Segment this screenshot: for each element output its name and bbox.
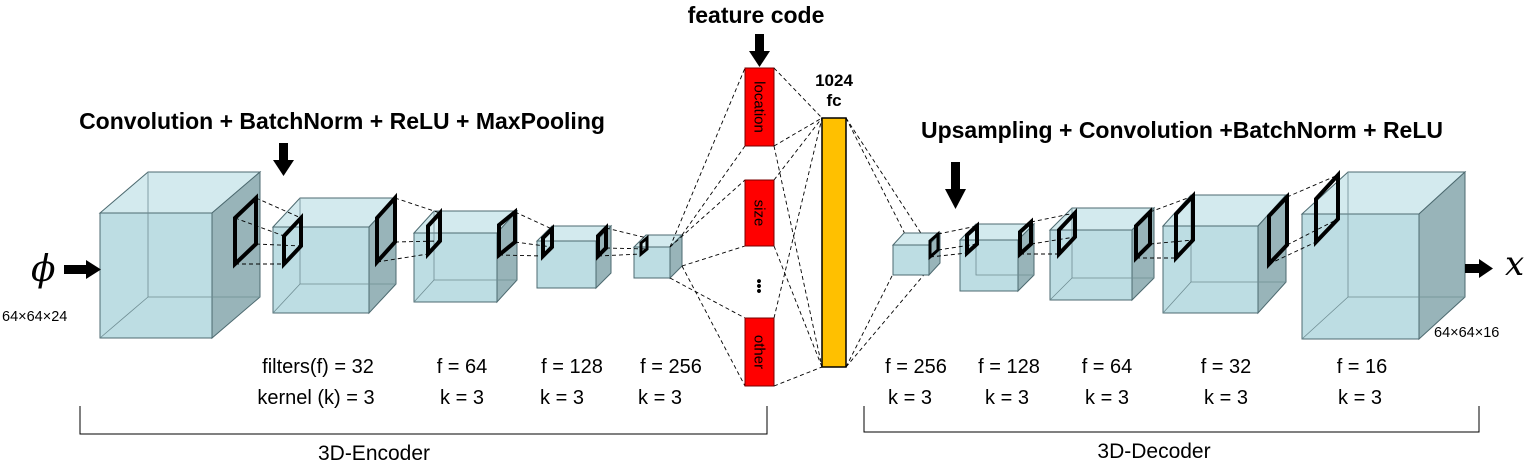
encoder-layer-3-filters: f = 128: [541, 356, 603, 378]
input-symbol: ϕ: [31, 249, 56, 290]
encoder-to-code-connections: [669, 67, 746, 387]
encoder-layer-4-filters: f = 256: [640, 356, 702, 378]
arrows: [64, 34, 1493, 279]
decoder-layer-specs: f = 256 k = 3 f = 128 k = 3 f = 64 k = 3…: [885, 356, 1387, 409]
decoder-layer-3-filters: f = 64: [1082, 356, 1133, 378]
fc-label: fc: [826, 91, 841, 110]
encoder-cube-4: [535, 224, 613, 290]
output-symbol: x: [1505, 244, 1524, 284]
decoder-layer-2-filters: f = 128: [978, 356, 1040, 378]
encoder-layer-specs: filters(f) = 32 kernel (k) = 3 f = 64 k …: [257, 356, 701, 409]
decoder-layer-2-kernel: k = 3: [985, 387, 1029, 409]
encoder-layer-2-filters: f = 64: [437, 356, 488, 378]
feature-code-title: feature code: [688, 2, 825, 28]
encoder-layer-2-kernel: k = 3: [440, 387, 484, 409]
encoder-cube-1: [98, 170, 262, 340]
decoder-cube-5: [1300, 170, 1467, 341]
fc-layer-bar: [821, 117, 847, 368]
fc-units-label: 1024: [815, 71, 853, 90]
code-segment-location-label: location: [751, 81, 768, 133]
encoder-bracket-label: 3D-Encoder: [318, 442, 430, 465]
input-size-label: 64×64×24: [2, 309, 67, 325]
encoder-op-label: Convolution + BatchNorm + ReLU + MaxPool…: [79, 108, 605, 134]
feature-code-column: [744, 67, 775, 387]
decoder-layer-5-kernel: k = 3: [1338, 387, 1382, 409]
decoder-layer-4-kernel: k = 3: [1204, 387, 1248, 409]
encoder-layer-3-kernel: k = 3: [540, 387, 584, 409]
decoder-bracket: [863, 406, 1480, 433]
decoder-cube-2: [958, 222, 1036, 293]
decoder-bracket-label: 3D-Decoder: [1097, 440, 1210, 463]
decoder-op-label: Upsampling + Convolution +BatchNorm + Re…: [921, 117, 1443, 143]
decoder-layer-5-filters: f = 16: [1337, 356, 1388, 378]
decoder-connections: [929, 174, 1339, 265]
code-to-fc-connections: [773, 67, 823, 387]
decoder-layer-1-filters: f = 256: [885, 356, 947, 378]
encoder-connections: [234, 197, 648, 265]
decoder-layer-1-kernel: k = 3: [888, 387, 932, 409]
fc-to-decoder-connections: [845, 117, 929, 368]
encoder-layer-1-filters: filters(f) = 32: [262, 356, 374, 378]
output-size-label: 64×64×16: [1434, 325, 1499, 341]
code-segment-other-label: other: [751, 335, 768, 369]
code-ellipsis: •••: [752, 279, 768, 294]
encoder-layer-4-kernel: k = 3: [638, 387, 682, 409]
encoder-layer-1-kernel: kernel (k) = 3: [257, 387, 374, 409]
decoder-layer-4-filters: f = 32: [1201, 356, 1252, 378]
code-segment-size-label: size: [751, 200, 768, 227]
encoder-bracket: [79, 406, 768, 435]
decoder-layer-3-kernel: k = 3: [1085, 387, 1129, 409]
